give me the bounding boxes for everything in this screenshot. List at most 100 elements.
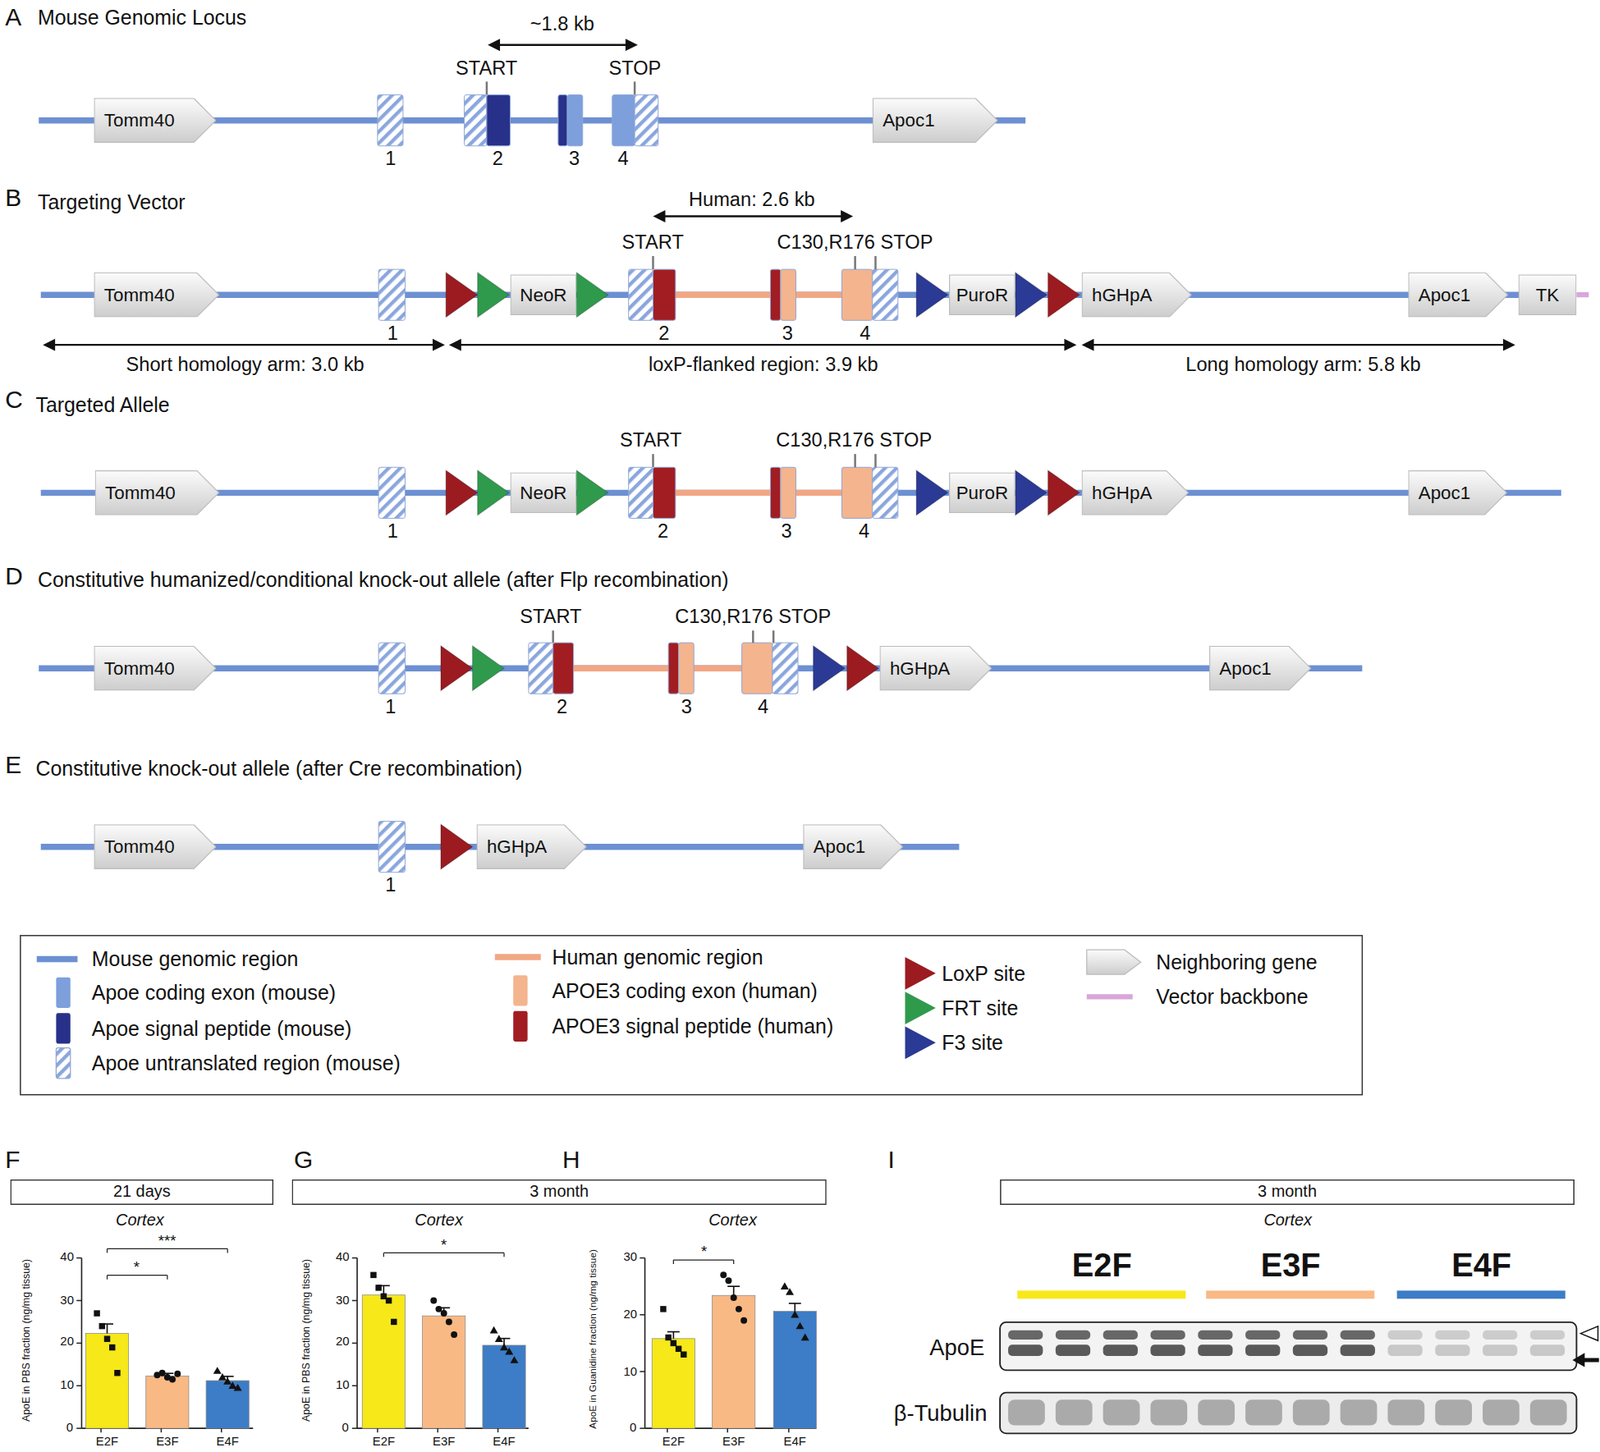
data-point bbox=[725, 1277, 733, 1284]
dimension-line bbox=[494, 43, 633, 46]
marker-tick bbox=[651, 453, 654, 468]
figure-label: 3 bbox=[781, 520, 793, 543]
exon bbox=[742, 642, 773, 694]
figure-label: 0 bbox=[341, 1421, 349, 1435]
exon bbox=[628, 467, 654, 519]
figure-label: E3F bbox=[432, 1435, 455, 1450]
legend-line bbox=[495, 953, 541, 960]
node-text: Tomm40 bbox=[104, 836, 175, 858]
node-text: NeoR bbox=[519, 482, 567, 505]
blot-band bbox=[1530, 1399, 1568, 1426]
figure-label: D bbox=[4, 562, 23, 591]
axis-tick bbox=[639, 1257, 645, 1259]
legend-text: APOE3 signal peptide (human) bbox=[551, 1014, 834, 1039]
axis-tick bbox=[76, 1427, 82, 1429]
axis-tick bbox=[352, 1257, 358, 1259]
arrowhead bbox=[487, 38, 500, 51]
blot-band bbox=[1197, 1399, 1235, 1426]
blot-band bbox=[1103, 1399, 1141, 1426]
panel-title-box: 21 days bbox=[9, 1178, 274, 1205]
figure-label: 4 bbox=[618, 147, 629, 170]
legend-hatch bbox=[55, 1048, 70, 1079]
figure-label: 2 bbox=[492, 147, 504, 170]
figure-label: 10 bbox=[335, 1378, 350, 1393]
axis-tick bbox=[76, 1300, 82, 1302]
blot-band bbox=[1150, 1344, 1185, 1357]
panel-title-box: 3 month bbox=[999, 1178, 1575, 1205]
node-text: Tomm40 bbox=[104, 657, 175, 679]
data-point bbox=[430, 1297, 437, 1305]
gene-arrow: Apoc1 bbox=[872, 97, 999, 143]
figure-label: START bbox=[622, 231, 684, 254]
figure-label: * bbox=[133, 1257, 140, 1275]
axis-tick bbox=[639, 1427, 645, 1429]
exon bbox=[378, 467, 405, 519]
figure-label: E3F bbox=[722, 1435, 745, 1450]
bar bbox=[482, 1345, 526, 1429]
dimension-line bbox=[1087, 343, 1509, 346]
open-arrowhead bbox=[1580, 1326, 1598, 1341]
error-cap bbox=[667, 1331, 680, 1334]
figure-label: 4 bbox=[858, 520, 870, 543]
legend-text: Mouse genomic region bbox=[91, 947, 299, 972]
gene-arrow: Apoc1 bbox=[1209, 646, 1312, 692]
gene-arrow-shape bbox=[94, 272, 220, 317]
recombination-site bbox=[477, 272, 510, 318]
figure-label: Cortex bbox=[115, 1210, 165, 1230]
figure-label: Targeting Vector bbox=[37, 190, 186, 215]
significance-bracket bbox=[106, 1248, 108, 1253]
figure-label: Cortex bbox=[414, 1210, 464, 1230]
bar bbox=[712, 1295, 756, 1429]
axis-tick bbox=[352, 1343, 358, 1344]
figure-label: loxP-flanked region: 3.9 kb bbox=[648, 353, 879, 376]
blot-band bbox=[1387, 1330, 1422, 1340]
recombination-site bbox=[847, 646, 880, 692]
blot-band bbox=[1482, 1399, 1520, 1426]
blot-band bbox=[1055, 1399, 1093, 1426]
exon bbox=[464, 95, 487, 147]
gene-arrow-shape bbox=[94, 825, 216, 869]
figure-label: H bbox=[562, 1146, 581, 1174]
arrowhead bbox=[1063, 339, 1077, 352]
significance-bracket bbox=[107, 1274, 168, 1276]
figure-label: E3F bbox=[1260, 1246, 1321, 1284]
gene-arrow: Tomm40 bbox=[95, 470, 221, 516]
figure-label: E2F bbox=[1072, 1246, 1133, 1284]
data-point bbox=[680, 1351, 687, 1358]
figure-label: C130,R176 STOP bbox=[674, 605, 831, 629]
figure-label: Mouse Genomic Locus bbox=[37, 5, 247, 30]
exon bbox=[567, 95, 583, 147]
figure-label: 0 bbox=[629, 1421, 637, 1435]
axis-title: ApoE in PBS fraction (ng/mg tissue) bbox=[20, 1259, 33, 1422]
data-point bbox=[169, 1376, 176, 1384]
node-text: Apoc1 bbox=[1418, 284, 1471, 306]
blot-band bbox=[1008, 1399, 1046, 1426]
exon bbox=[378, 821, 405, 873]
figure-label: 1 bbox=[385, 147, 396, 170]
recombination-site bbox=[813, 646, 846, 692]
data-point bbox=[450, 1331, 458, 1339]
data-point bbox=[730, 1294, 738, 1302]
recombination-site bbox=[1048, 272, 1081, 318]
axis-tick bbox=[639, 1370, 645, 1372]
arrow-shaft bbox=[1583, 1357, 1600, 1362]
legend-line bbox=[36, 956, 78, 963]
bar bbox=[146, 1375, 189, 1429]
figure-label: 2 bbox=[657, 520, 669, 543]
arrowhead bbox=[449, 339, 462, 352]
data-point bbox=[375, 1284, 381, 1291]
exon bbox=[634, 95, 659, 147]
axis-tick bbox=[352, 1300, 358, 1302]
arrowhead bbox=[1503, 339, 1516, 352]
figure-label: Long homology arm: 5.8 kb bbox=[1185, 353, 1421, 376]
blot-band bbox=[1292, 1330, 1328, 1340]
blot-band bbox=[1197, 1344, 1233, 1357]
data-point bbox=[664, 1334, 671, 1341]
figure-label: Cortex bbox=[1263, 1210, 1312, 1230]
node-text: hGHpA bbox=[1091, 284, 1152, 306]
gene-arrow: hGHpA bbox=[476, 824, 587, 870]
marker-tick bbox=[874, 453, 876, 468]
legend-text: Vector backbone bbox=[1155, 985, 1308, 1009]
data-point bbox=[499, 1343, 509, 1352]
